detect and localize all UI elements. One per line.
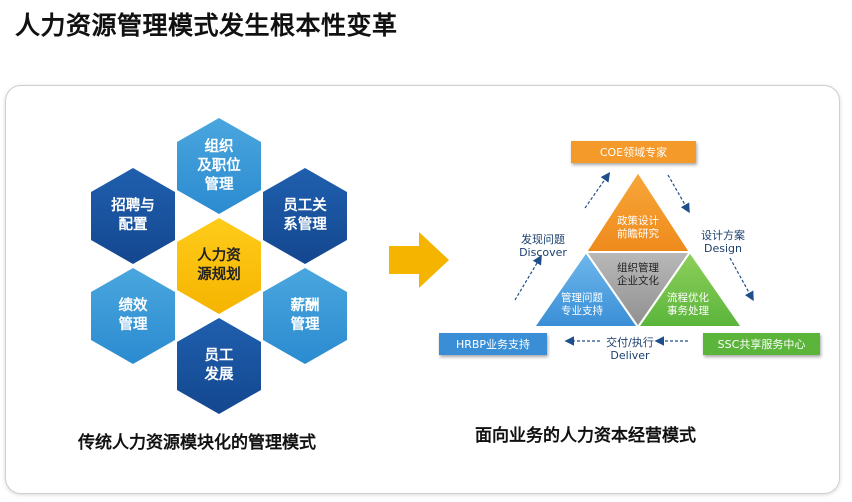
hex-performance: 绩效 管理 — [91, 268, 175, 364]
right-caption: 面向业务的人力资本经营模式 — [475, 426, 696, 446]
hex-hr-planning: 人力资 源规划 — [177, 218, 261, 314]
arrow-discover-upper — [584, 172, 611, 209]
transition-arrow-icon — [389, 232, 449, 288]
triangle-right-label: 流程优化 事务处理 — [667, 292, 709, 317]
arrow-discover-lower — [514, 254, 542, 301]
triangle-center-segment — [584, 251, 692, 329]
page-title: 人力资源管理模式发生根本性变革 — [15, 11, 398, 40]
left-caption: 传统人力资源模块化的管理模式 — [78, 433, 316, 453]
hrbp-box: HRBP业务支持 — [439, 333, 547, 355]
ssc-box: SSC共享服务中心 — [703, 333, 820, 355]
hex-recruitment: 招聘与 配置 — [91, 168, 175, 264]
triangle-left-label: 管理问题 专业支持 — [561, 292, 603, 317]
arrow-design-lower — [729, 257, 754, 302]
hex-development: 员工 发展 — [177, 318, 261, 414]
hex-compensation: 薪酬 管理 — [263, 268, 347, 364]
coe-box: COE领域专家 — [571, 141, 696, 163]
hex-org-position: 组织 及职位 管理 — [177, 118, 261, 214]
triangle-top-label: 政策设计 前瞻研究 — [617, 215, 659, 240]
triangle-center-label: 组织管理 企业文化 — [617, 262, 659, 287]
arrow-design-upper — [667, 174, 690, 214]
triangle-diagram — [514, 170, 754, 346]
hex-employee-relations: 员工关 系管理 — [263, 168, 347, 264]
